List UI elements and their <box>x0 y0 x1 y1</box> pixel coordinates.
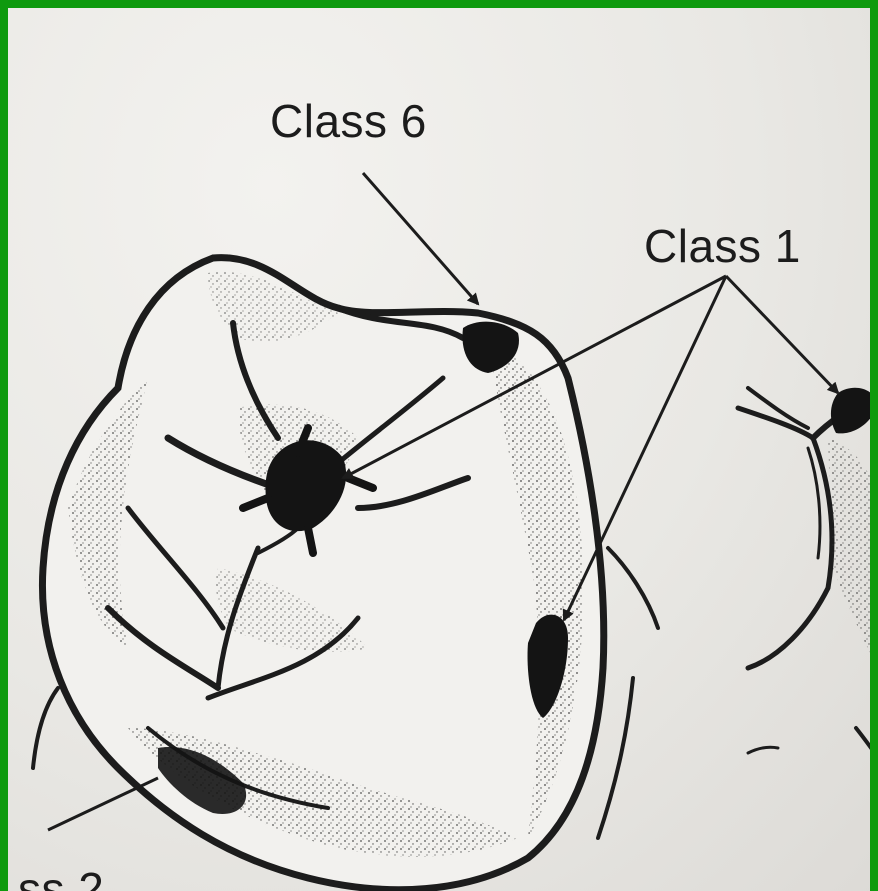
class6-arrow <box>363 173 478 304</box>
class2-label: ss 2 <box>18 866 104 891</box>
class6-label: Class 6 <box>270 98 427 144</box>
class1-arrow-buccal <box>564 276 726 620</box>
adjacent-shading <box>828 438 878 688</box>
tooth-illustration <box>8 8 878 891</box>
class2-arrow <box>48 778 158 830</box>
adjacent-tooth-outline <box>738 408 832 668</box>
class1-label: Class 1 <box>644 223 801 269</box>
adjacent-pit <box>831 388 878 434</box>
class1-arrow-adjacent <box>726 276 838 393</box>
